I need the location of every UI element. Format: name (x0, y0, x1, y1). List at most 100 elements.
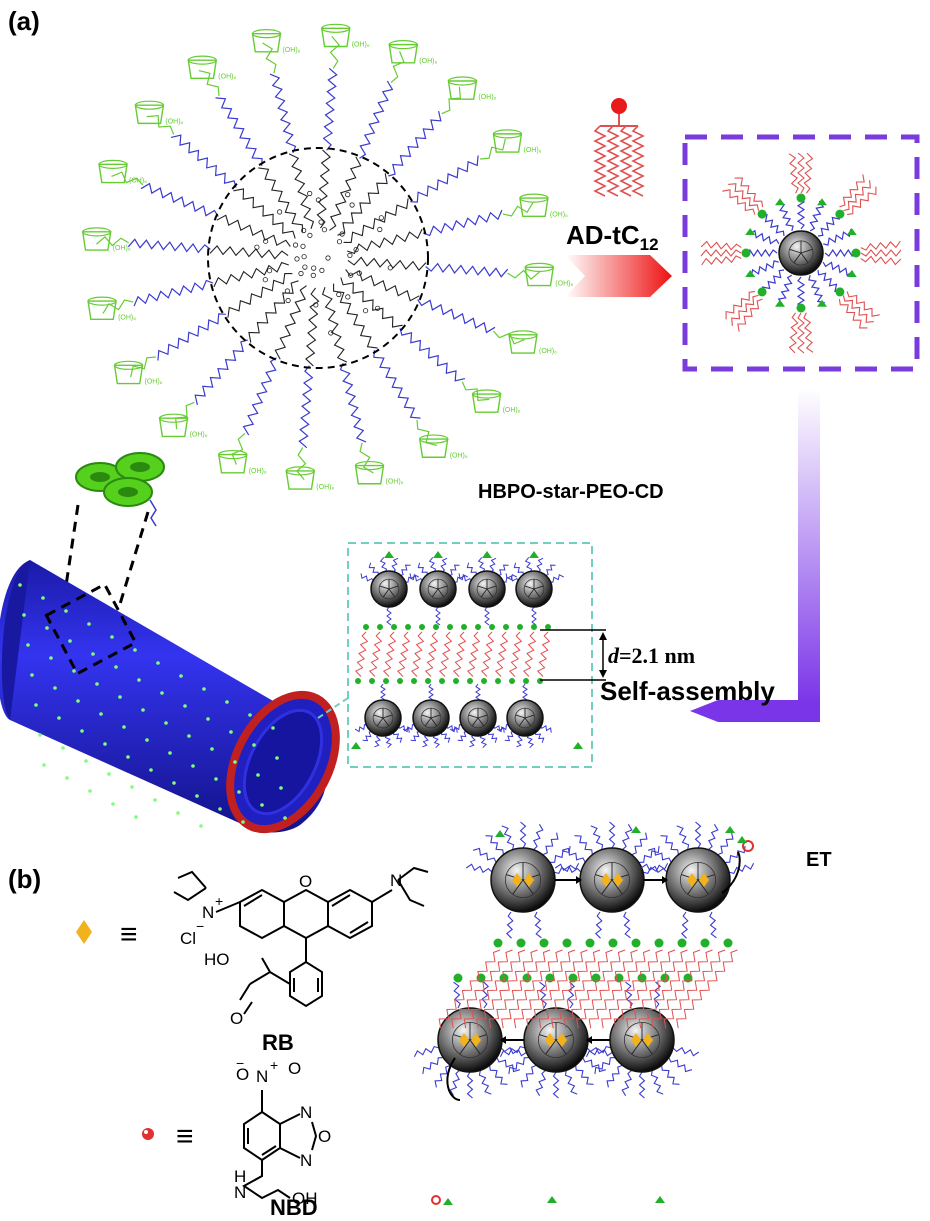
alkyl-chain (626, 949, 688, 1029)
cyclodextrin-icon: (OH)₆ (81, 227, 131, 252)
cd-linker (146, 115, 175, 135)
core-atom (311, 265, 317, 271)
cd-dot (279, 786, 283, 790)
free-cd-icon (775, 299, 785, 307)
peo-arm (502, 573, 517, 583)
cd-dot (256, 773, 260, 777)
cyclodextrin-icon: (OH)₆ (508, 330, 557, 355)
peo-arm (554, 863, 582, 874)
oh-label: (OH)₆ (555, 281, 573, 288)
core-branch (233, 188, 296, 239)
peo-arm (516, 734, 523, 748)
core-atom (284, 288, 290, 294)
cyclodextrin-icon: (OH)₆ (113, 360, 163, 386)
alkyl-chain (551, 949, 613, 1029)
core-atom (307, 232, 313, 238)
peo-arm (488, 731, 498, 743)
cd-linker (329, 36, 340, 69)
supramolecular-micelle (700, 152, 902, 354)
peo-arm (384, 734, 393, 749)
peo-arm (531, 606, 537, 626)
oh-label: (OH)₆ (129, 178, 147, 185)
cd-dot (241, 820, 245, 824)
peo-arm (582, 1057, 607, 1073)
peo-arm (359, 80, 394, 159)
cd-dot (187, 734, 191, 738)
peo-arm (417, 299, 496, 334)
peo-arm (435, 606, 441, 626)
alkyl-chain (860, 249, 902, 257)
peo-arm (449, 1069, 460, 1096)
cd-dot (229, 730, 233, 734)
cd-host-dot (369, 678, 375, 684)
peo-arm (567, 981, 576, 1009)
cd-dot (134, 815, 138, 819)
cyclodextrin-icon: (OH)₆ (519, 193, 568, 218)
core-branch (347, 228, 423, 255)
peo-arm (157, 313, 226, 361)
cd-host-dot (851, 248, 861, 258)
cd-linker (480, 138, 506, 160)
cd-dot (195, 794, 199, 798)
cyclodextrin-icon: (OH)₆ (187, 55, 236, 80)
spacing-marker (540, 629, 607, 681)
peo-arm (761, 269, 785, 295)
core-atom (374, 305, 381, 311)
oh-label: (OH)₆ (118, 314, 136, 321)
peo-arm (585, 1045, 612, 1058)
cd-linker (130, 356, 156, 378)
cd-host-dot (537, 678, 543, 684)
cd-cluster-icon (75, 452, 165, 527)
cd-linker (461, 381, 490, 401)
peo-arm (402, 723, 416, 733)
cyclodextrin-icon: (OH)₆ (320, 23, 370, 49)
oh-label: (OH)₆ (249, 468, 267, 475)
cd-host-dot (503, 624, 509, 630)
cd-dot (88, 789, 92, 793)
core-branch (316, 149, 331, 229)
alkyl-chain (797, 312, 805, 354)
peo-arm (465, 863, 493, 874)
free-cd-icon (775, 198, 785, 206)
cyclodextrin-icon: (OH)₆ (134, 100, 184, 125)
guest-name-label: AD-tC12 (566, 220, 659, 254)
core-atom (356, 270, 362, 276)
alkyl-chain (508, 631, 523, 677)
bilayer-micelle (419, 570, 457, 608)
peo-arm (539, 724, 552, 733)
cd-host-dot (453, 973, 463, 983)
rb-dye-icon (643, 1033, 653, 1047)
free-cd-icon (573, 742, 583, 749)
cd-host-dot (591, 973, 601, 983)
cd-host-dot (545, 624, 551, 630)
cd-dot (65, 776, 69, 780)
peo-arm (623, 911, 631, 939)
nbd-marker-icon (142, 1128, 154, 1140)
peo-arm (647, 847, 672, 863)
alkyl-chain (839, 174, 865, 208)
rb-marker-icon (76, 920, 92, 944)
et-label: ET (806, 849, 832, 871)
peo-arm (533, 824, 544, 851)
cd-dot (95, 682, 99, 686)
alkyl-chain (803, 152, 814, 194)
peo-arm (759, 213, 785, 237)
alkyl-chain (476, 949, 538, 1029)
rb-dye-icon (471, 1033, 481, 1047)
peo-arm (413, 1045, 440, 1058)
cd-dot (26, 643, 30, 647)
cd-host-dot (531, 624, 537, 630)
nbd-name-label: NBD (270, 1195, 318, 1220)
cyclodextrin-icon: (OH)₆ (471, 389, 521, 414)
zoom-line-right (118, 511, 150, 605)
core-branch (305, 287, 320, 367)
alkyl-chain (463, 949, 526, 1029)
rb-atom-minus: − (196, 918, 204, 934)
core-branch (340, 277, 403, 328)
cd-dot (141, 708, 145, 712)
cd-linker (96, 236, 129, 247)
peo-arm (194, 339, 248, 406)
cd-dot (275, 756, 279, 760)
cd-dot (34, 703, 38, 707)
alkyl-chain (701, 255, 742, 266)
